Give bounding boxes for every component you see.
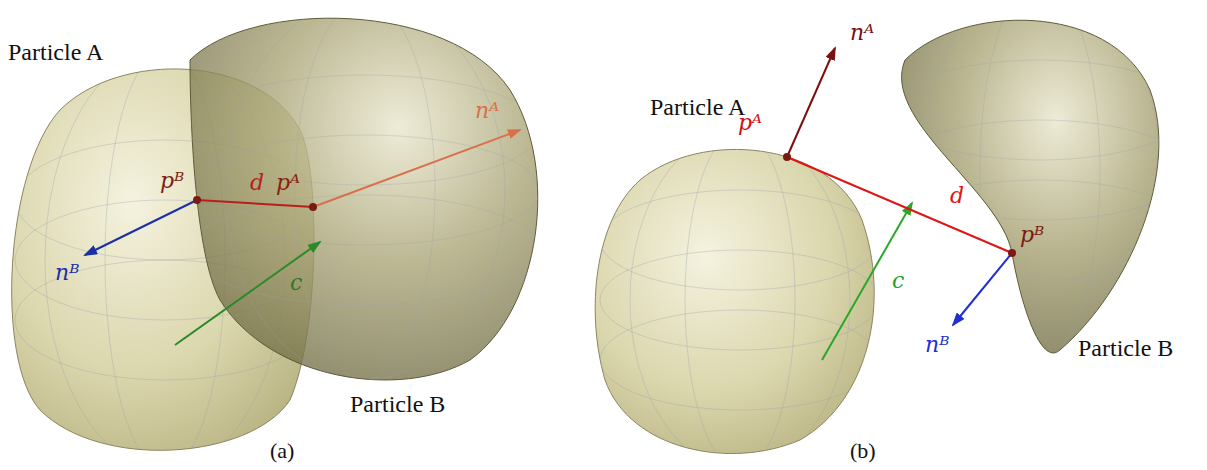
panel-caption: (a) (270, 440, 294, 462)
particle-label: Particle A (650, 95, 745, 119)
mesh-grid (600, 130, 880, 470)
contact-point (783, 153, 791, 161)
normal-vector (953, 253, 1012, 325)
vector-label: nᴮ (55, 262, 79, 284)
vector-label: d (250, 172, 264, 194)
vector-label: nᴬ (850, 22, 874, 44)
contact-point (193, 196, 201, 204)
point-label: pᴮ (1020, 224, 1044, 246)
particle-label: Particle B (350, 392, 445, 416)
direction-vector (175, 242, 320, 345)
distance-vector (197, 200, 313, 207)
vector-label: nᴬ (475, 100, 499, 122)
normal-vector (85, 200, 197, 255)
particle-a-body (595, 149, 874, 453)
particle-b-body (190, 18, 538, 380)
point-label: pᴬ (276, 172, 300, 194)
particle-label: Particle A (8, 40, 103, 64)
point-label: pᴬ (738, 112, 762, 134)
contact-point (1008, 249, 1016, 257)
vector-label: d (950, 185, 964, 207)
panel-caption: (b) (850, 440, 876, 462)
normal-vector (313, 130, 520, 207)
normal-vector (787, 48, 835, 157)
particle-b-body (902, 20, 1159, 353)
mesh-grid (890, 0, 1190, 360)
distance-vector (787, 157, 1012, 253)
point-label: pᴮ (160, 170, 184, 192)
vector-label: c (892, 270, 904, 292)
particle-label: Particle B (1078, 336, 1173, 360)
vector-label: nᴮ (925, 334, 949, 356)
direction-vector (822, 203, 912, 360)
contact-point (309, 203, 317, 211)
mesh-grid (190, 0, 540, 380)
vector-label: c (290, 272, 302, 294)
